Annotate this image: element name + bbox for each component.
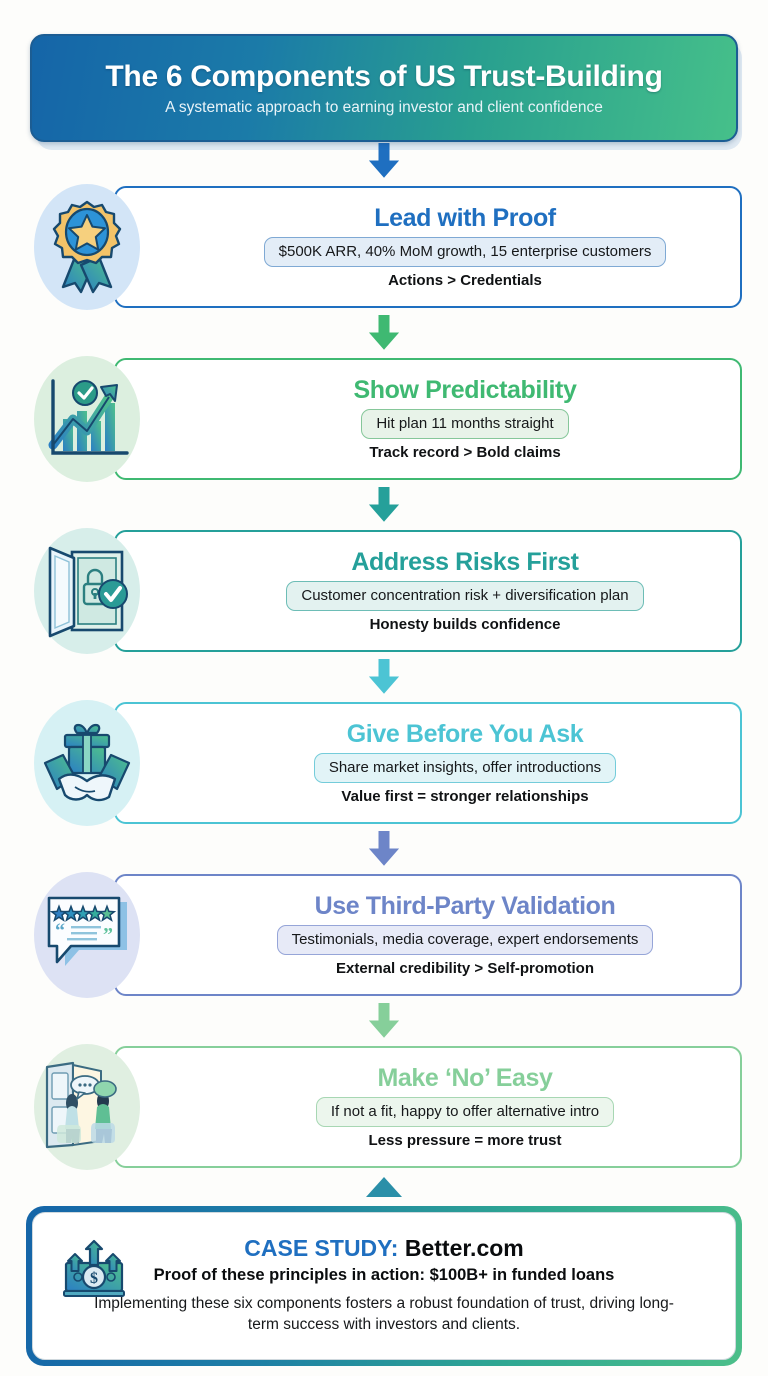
- flow-arrow: [0, 830, 768, 868]
- case-study-card: $ CASE STUDY: Better.com Proof of these …: [32, 1212, 736, 1360]
- flow-arrow-up: [0, 1174, 768, 1200]
- step-detail: If not a fit, happy to offer alternative…: [315, 1097, 615, 1128]
- step-card-show-predictability[interactable]: Show Predictability Hit plan 11 months s…: [114, 358, 742, 480]
- flow-arrow: [0, 142, 768, 180]
- flow-arrow: [0, 314, 768, 352]
- svg-text:”: ”: [103, 924, 113, 946]
- conversation-door-icon: [34, 1044, 140, 1170]
- case-study-body: Implementing these six components foster…: [94, 1295, 674, 1333]
- case-study-section: $ CASE STUDY: Better.com Proof of these …: [26, 1206, 742, 1366]
- case-study-subtitle: Proof of these principles in action: $10…: [153, 1266, 615, 1285]
- step-title: Address Risks First: [351, 547, 579, 576]
- header-panel: The 6 Components of US Trust-Building A …: [30, 34, 738, 142]
- step-tagline: Value first = stronger relationships: [341, 788, 589, 806]
- page-subtitle: A systematic approach to earning investo…: [165, 98, 603, 116]
- award-ribbon-icon: [34, 184, 140, 310]
- step-detail: Testimonials, media coverage, expert end…: [276, 925, 654, 956]
- step-tagline: Actions > Credentials: [388, 272, 542, 290]
- flow-arrow: [0, 1002, 768, 1040]
- step-card-give-before-you-ask[interactable]: Give Before You Ask Share market insight…: [114, 702, 742, 824]
- step-detail: Share market insights, offer introductio…: [313, 753, 617, 784]
- step-use-third-party-validation[interactable]: “ ” Use Third-Party Validation Testimoni…: [26, 868, 742, 1002]
- step-title: Show Predictability: [353, 375, 577, 404]
- infographic-page: The 6 Components of US Trust-Building A …: [0, 34, 768, 1376]
- step-title: Give Before You Ask: [346, 719, 584, 748]
- step-make-no-easy[interactable]: Make ‘No’ Easy If not a fit, happy to of…: [26, 1040, 742, 1174]
- svg-text:“: “: [55, 920, 65, 942]
- step-address-risks-first[interactable]: Address Risks First Customer concentrati…: [26, 524, 742, 658]
- steps-list: Lead with Proof $500K ARR, 40% MoM growt…: [0, 142, 768, 1200]
- case-study-label: CASE STUDY:: [244, 1235, 399, 1262]
- step-title: Make ‘No’ Easy: [377, 1063, 553, 1092]
- step-card-make-no-easy[interactable]: Make ‘No’ Easy If not a fit, happy to of…: [114, 1046, 742, 1168]
- step-lead-with-proof[interactable]: Lead with Proof $500K ARR, 40% MoM growt…: [26, 180, 742, 314]
- step-tagline: External credibility > Self-promotion: [336, 960, 594, 978]
- money-growth-icon: $: [55, 1239, 133, 1314]
- step-detail: Hit plan 11 months straight: [361, 409, 569, 440]
- step-card-address-risks-first[interactable]: Address Risks First Customer concentrati…: [114, 530, 742, 652]
- case-study-company: Better.com: [404, 1235, 524, 1262]
- step-show-predictability[interactable]: Show Predictability Hit plan 11 months s…: [26, 352, 742, 486]
- step-tagline: Honesty builds confidence: [369, 616, 561, 634]
- growth-chart-icon: [34, 356, 140, 482]
- step-title: Lead with Proof: [374, 203, 556, 232]
- page-title: The 6 Components of US Trust-Building: [105, 59, 663, 93]
- flow-arrow: [0, 486, 768, 524]
- step-title: Use Third-Party Validation: [314, 891, 616, 920]
- flow-arrow: [0, 658, 768, 696]
- testimonial-bubble-icon: “ ”: [34, 872, 140, 998]
- step-tagline: Less pressure = more trust: [368, 1132, 562, 1150]
- case-study-gradient-border: $ CASE STUDY: Better.com Proof of these …: [26, 1206, 742, 1366]
- case-study-heading: CASE STUDY: Better.com: [244, 1235, 523, 1262]
- gift-handshake-icon: [34, 700, 140, 826]
- step-detail: $500K ARR, 40% MoM growth, 15 enterprise…: [263, 237, 667, 268]
- step-give-before-you-ask[interactable]: Give Before You Ask Share market insight…: [26, 696, 742, 830]
- step-card-use-third-party-validation[interactable]: Use Third-Party Validation Testimonials,…: [114, 874, 742, 996]
- header-banner: The 6 Components of US Trust-Building A …: [30, 34, 742, 150]
- step-detail: Customer concentration risk + diversific…: [286, 581, 644, 612]
- step-card-lead-with-proof[interactable]: Lead with Proof $500K ARR, 40% MoM growt…: [114, 186, 742, 308]
- step-tagline: Track record > Bold claims: [369, 444, 561, 462]
- open-door-lock-icon: [34, 528, 140, 654]
- svg-text:$: $: [90, 1270, 98, 1287]
